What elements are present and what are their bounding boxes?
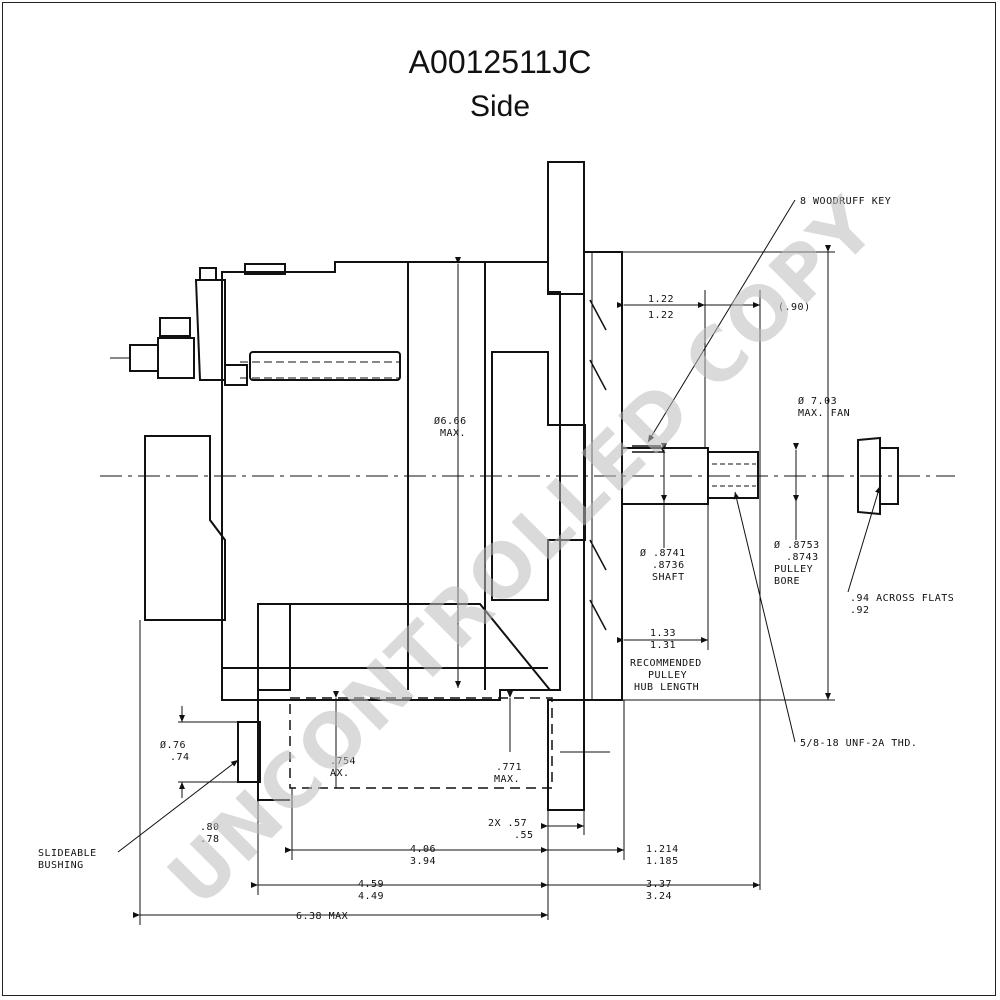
dim-78: .78 [200, 834, 220, 845]
dim-771: .771 [496, 762, 522, 773]
slideable-bushing [237, 721, 261, 783]
across-flats-label: .94 ACROSS FLATS [850, 593, 954, 604]
dim-754: .754 [330, 756, 356, 767]
thread-label: 5/8-18 UNF-2A THD. [800, 738, 917, 749]
dim-1-22-bottom: 1.22 [648, 310, 674, 321]
shaft-dia-max: Ø .8741 [640, 547, 686, 559]
dim-3-37: 3.37 [646, 879, 672, 890]
dim-771-note: MAX. [494, 774, 520, 785]
dim-4-49: 4.49 [358, 891, 384, 902]
alternator-outline [100, 161, 955, 811]
regulator-cap [199, 267, 217, 281]
dim-1-214: 1.214 [646, 844, 679, 855]
dim-754-note: AX. [330, 768, 350, 779]
fan-diameter-note: MAX. FAN [798, 408, 850, 419]
dim-1-22-top: 1.22 [648, 294, 674, 305]
woodruff-key-label: 8 WOODRUFF KEY [800, 196, 891, 207]
body-diameter-label: Ø6.66 [434, 415, 467, 427]
view-subtitle: Side [469, 90, 531, 123]
across-flats-min: .92 [850, 605, 870, 616]
regulator-box [194, 279, 226, 381]
bore-dia-min: .8743 [786, 552, 819, 563]
flange-bottom [547, 699, 585, 811]
dim-3-24: 3.24 [646, 891, 672, 902]
dim-0-90: (.90) [778, 302, 811, 313]
shaft-dia-min: .8736 [652, 560, 685, 571]
dim-80: .80 [200, 822, 220, 833]
dim-4-06: 4.06 [410, 844, 436, 855]
dim-6-38-max: 6.38 MAX [296, 911, 348, 922]
rear-end-block [144, 435, 226, 621]
dim-1-185: 1.185 [646, 856, 679, 867]
hub-note-1: RECOMMENDED [630, 658, 702, 669]
bore-label-2: BORE [774, 576, 800, 587]
hub-note-2: PULLEY [648, 670, 687, 681]
flange-top [547, 161, 585, 295]
terminal-stud [129, 344, 159, 372]
bushing-dia-max: Ø.76 [160, 739, 186, 751]
harness-tube [249, 351, 401, 381]
threaded-end [707, 451, 759, 499]
dimension-lines [117, 199, 881, 925]
bore-label-1: PULLEY [774, 564, 813, 575]
body-diameter-note: MAX. [440, 428, 466, 439]
dimension-labels: 8 WOODRUFF KEY 1.22 1.22 (.90) Ø 7.03 MA… [38, 196, 954, 922]
mount-foot-hidden [289, 697, 553, 789]
bushing-label-2: BUSHING [38, 860, 84, 871]
bushing-dia-min: .74 [170, 752, 190, 763]
dim-3-94: 3.94 [410, 856, 436, 867]
dim-4-59: 4.59 [358, 879, 384, 890]
part-number-title: A0012511JC [408, 44, 592, 80]
shaft-nut [857, 436, 899, 516]
top-boss [244, 263, 286, 275]
hub-note-3: HUB LENGTH [634, 682, 699, 693]
harness-clip [224, 364, 248, 386]
shaft-label: SHAFT [652, 572, 685, 583]
hub-length-min: 1.31 [650, 640, 676, 651]
bushing-label-1: SLIDEABLE [38, 848, 97, 859]
fan-blades [589, 299, 607, 631]
terminal-washer [159, 317, 191, 337]
bore-dia-max: Ø .8753 [774, 539, 820, 551]
dim-55: .55 [514, 830, 534, 841]
uncontrolled-copy-watermark: UNCONTROLLED COPY [152, 181, 893, 922]
mount-bracket-edge [258, 603, 551, 691]
mount-ear [257, 603, 291, 691]
terminal-nut [157, 337, 195, 379]
main-housing [221, 261, 561, 701]
fan-diameter-label: Ø 7.03 [798, 395, 837, 407]
hub-length-max: 1.33 [650, 628, 676, 639]
dim-2x-57: 2X .57 [488, 818, 527, 829]
